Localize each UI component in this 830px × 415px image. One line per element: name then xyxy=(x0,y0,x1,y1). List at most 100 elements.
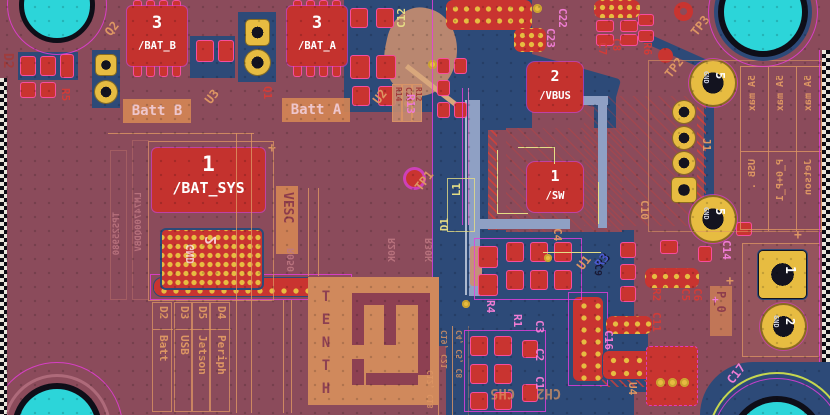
refdes-r5[interactable]: R5 xyxy=(59,88,72,102)
pad[interactable] xyxy=(494,336,512,356)
via-array-top[interactable] xyxy=(446,0,532,30)
pad[interactable] xyxy=(196,40,214,62)
th-pad-square[interactable] xyxy=(672,178,696,202)
refdes-u3[interactable]: U3 xyxy=(202,86,222,107)
pad[interactable] xyxy=(454,58,467,74)
via[interactable] xyxy=(533,4,542,13)
pad[interactable] xyxy=(470,336,488,356)
pad[interactable] xyxy=(350,8,368,28)
refdes-c3[interactable]: C3 xyxy=(533,320,546,334)
via[interactable] xyxy=(544,254,552,262)
refdes-c6[interactable]: C6 xyxy=(691,288,704,302)
pad[interactable] xyxy=(60,54,74,78)
pad[interactable] xyxy=(698,246,712,262)
via[interactable] xyxy=(656,378,665,387)
refdes-r13[interactable]: R13 xyxy=(404,94,417,114)
legend-col-d4[interactable]: D4 Periph xyxy=(210,302,231,412)
refdes-q1[interactable]: Q1 xyxy=(261,86,274,100)
legend-col-d3[interactable]: D3 USB xyxy=(174,302,193,412)
refdes-c11[interactable]: C11 xyxy=(650,312,663,332)
tp1-pad[interactable] xyxy=(406,170,423,187)
via[interactable] xyxy=(462,300,470,308)
silk-batt-b[interactable]: Batt B xyxy=(123,99,191,123)
pad[interactable] xyxy=(437,102,450,118)
pad[interactable] xyxy=(506,270,524,290)
th-pad-round[interactable] xyxy=(673,152,695,174)
refdes-r1[interactable]: R1 xyxy=(511,314,524,328)
th-gnd-lug-top[interactable]: 5 GND xyxy=(691,61,735,105)
via-row-right[interactable] xyxy=(645,268,699,288)
refdes-r4[interactable]: R4 xyxy=(484,300,497,314)
th-pad-round[interactable] xyxy=(673,127,695,149)
tp2-pad[interactable] xyxy=(658,48,673,63)
tp3-pad[interactable] xyxy=(674,2,693,21)
pad[interactable] xyxy=(506,242,524,262)
pad[interactable] xyxy=(470,392,488,410)
silk-p0[interactable]: P_0 xyxy=(710,286,732,336)
pad[interactable] xyxy=(437,80,450,96)
pad[interactable] xyxy=(20,82,36,98)
refdes-c23[interactable]: C23 xyxy=(544,28,557,48)
refdes-r6[interactable]: R6 xyxy=(641,42,654,56)
refdes-c7[interactable]: C7 xyxy=(596,42,609,56)
pad[interactable] xyxy=(437,58,450,74)
refdes-c4[interactable]: C4 xyxy=(551,228,564,242)
th-p0-pin1[interactable]: 1 xyxy=(759,251,806,298)
via[interactable] xyxy=(680,378,689,387)
th-gnd-lug-bottom[interactable]: 5 GND xyxy=(691,197,735,241)
legend-col-d2[interactable]: D2 Batt xyxy=(152,302,173,412)
pad[interactable] xyxy=(494,392,512,410)
via-array-top2[interactable] xyxy=(514,28,546,52)
pad[interactable] xyxy=(352,86,370,106)
pad[interactable] xyxy=(350,55,370,79)
pad[interactable] xyxy=(660,240,678,254)
pad[interactable] xyxy=(620,286,636,302)
via-larray-vert[interactable] xyxy=(572,296,604,382)
refdes-c14[interactable]: C14 xyxy=(720,240,733,260)
pad[interactable] xyxy=(478,246,498,268)
pad[interactable] xyxy=(20,56,36,76)
refdes-c22[interactable]: C22 xyxy=(556,8,569,28)
pad[interactable] xyxy=(454,102,467,118)
pad[interactable] xyxy=(596,20,614,32)
th-pad-round[interactable] xyxy=(673,101,695,123)
th-pad-round[interactable] xyxy=(95,81,117,103)
pad-vbus[interactable]: 2 /VBUS xyxy=(527,62,583,112)
th-pad-square[interactable] xyxy=(96,55,116,75)
refdes-box-c24[interactable]: C24 xyxy=(402,84,413,122)
refdes-l1[interactable]: L1 xyxy=(450,183,463,197)
via[interactable] xyxy=(668,378,677,387)
silk-batt-a[interactable]: Batt A xyxy=(282,98,350,122)
pad[interactable] xyxy=(620,20,638,32)
refdes-j1[interactable]: J1 xyxy=(700,138,713,152)
pad[interactable] xyxy=(596,34,614,46)
th-pad-square[interactable] xyxy=(246,20,269,45)
refdes-c16[interactable]: C16 xyxy=(602,330,615,350)
ic-u4-body[interactable] xyxy=(646,346,698,406)
ic-bat-b[interactable]: 3 /BAT_B xyxy=(127,6,187,66)
via-array-topright[interactable] xyxy=(594,0,640,18)
pad[interactable] xyxy=(638,30,654,42)
pad-sw[interactable]: 1 /SW xyxy=(527,162,583,212)
refdes-c5[interactable]: C5 xyxy=(679,288,692,302)
refdes-r2[interactable]: R2 xyxy=(650,288,663,302)
pad[interactable] xyxy=(376,55,396,79)
refdes-c2[interactable]: C2 xyxy=(533,348,546,362)
pad[interactable] xyxy=(470,364,488,384)
refdes-c8[interactable]: C8 xyxy=(610,38,623,52)
refdes-d2-edge[interactable]: D2 xyxy=(0,53,15,69)
refdes-q2[interactable]: Q2 xyxy=(102,18,122,39)
via-row-right2[interactable] xyxy=(606,316,652,334)
pad[interactable] xyxy=(530,270,548,290)
gnd-via-field[interactable]: 2 GND xyxy=(160,228,264,290)
pad[interactable] xyxy=(218,40,234,62)
pad-bat-sys[interactable]: 1 /BAT_SYS xyxy=(152,148,265,212)
refdes-box-r12[interactable]: R12 xyxy=(412,84,423,122)
pad[interactable] xyxy=(494,364,512,384)
refdes-u4[interactable]: U4 xyxy=(626,382,639,396)
refdes-c1[interactable]: C1 xyxy=(533,376,546,390)
pad[interactable] xyxy=(638,14,654,26)
th-pad-round[interactable] xyxy=(245,50,270,75)
th-p0-pin2[interactable]: 2 GND xyxy=(762,305,805,348)
ic-bat-a[interactable]: 3 /BAT_A xyxy=(287,6,347,66)
